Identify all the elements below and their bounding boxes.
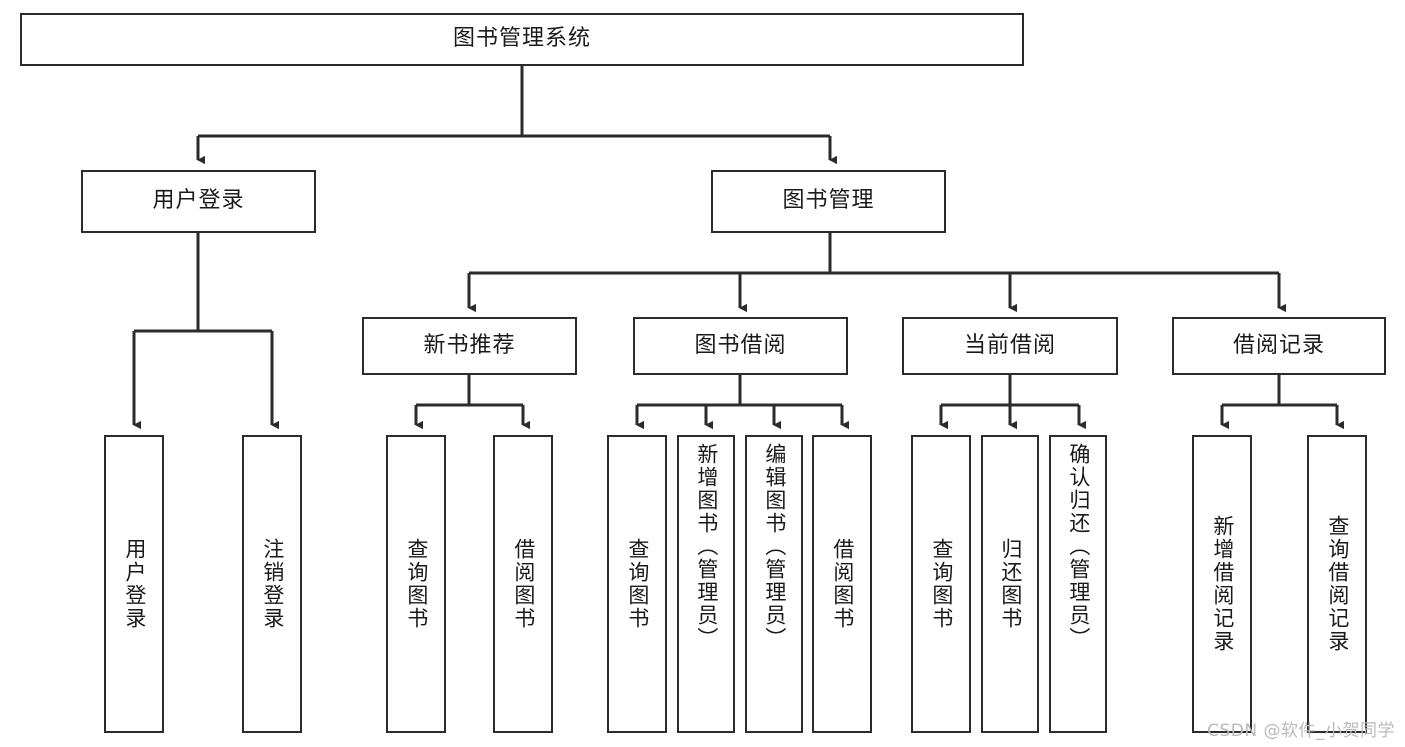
leaf-query-book-recommend-label: 查询图书 <box>404 538 429 630</box>
leaf-query-book-borrow-label: 查询图书 <box>625 538 650 630</box>
leaf-query-book-borrow[interactable]: 查询图书 <box>607 435 667 733</box>
leaf-edit-book-admin-label: 编辑图书（管理员） <box>762 443 787 650</box>
node-borrow-record[interactable]: 借阅记录 <box>1172 317 1386 375</box>
leaf-borrow-book-recommend[interactable]: 借阅图书 <box>493 435 553 733</box>
leaf-add-borrow-record[interactable]: 新增借阅记录 <box>1192 435 1252 733</box>
leaf-return-book-label: 归还图书 <box>998 538 1023 630</box>
leaf-query-borrow-record[interactable]: 查询借阅记录 <box>1307 435 1367 733</box>
leaf-confirm-return-admin-label: 确认归还（管理员） <box>1066 443 1091 650</box>
leaf-confirm-return-admin[interactable]: 确认归还（管理员） <box>1049 435 1107 733</box>
leaf-borrow-book-recommend-label: 借阅图书 <box>511 538 536 630</box>
node-user-login-label: 用户登录 <box>152 188 245 214</box>
node-root[interactable]: 图书管理系统 <box>20 13 1024 66</box>
node-root-label: 图书管理系统 <box>452 26 591 52</box>
leaf-query-borrow-record-label: 查询借阅记录 <box>1325 515 1350 653</box>
leaf-user-login[interactable]: 用户登录 <box>104 435 164 733</box>
leaf-add-book-admin-label: 新增图书（管理员） <box>694 443 719 650</box>
leaf-borrow-book-borrow[interactable]: 借阅图书 <box>812 435 872 733</box>
leaf-logout[interactable]: 注销登录 <box>242 435 302 733</box>
node-current-borrow-label: 当前借阅 <box>963 332 1056 358</box>
node-current-borrow[interactable]: 当前借阅 <box>902 317 1118 375</box>
node-book-management[interactable]: 图书管理 <box>711 170 946 233</box>
leaf-query-book-current-label: 查询图书 <box>929 538 954 630</box>
node-book-borrow[interactable]: 图书借阅 <box>633 317 848 375</box>
node-book-management-label: 图书管理 <box>782 188 875 214</box>
node-new-book-recommend[interactable]: 新书推荐 <box>362 317 577 375</box>
node-book-borrow-label: 图书借阅 <box>694 332 787 358</box>
node-new-book-recommend-label: 新书推荐 <box>423 332 516 358</box>
leaf-logout-label: 注销登录 <box>260 538 285 630</box>
leaf-query-book-current[interactable]: 查询图书 <box>911 435 971 733</box>
leaf-add-book-admin[interactable]: 新增图书（管理员） <box>677 435 735 733</box>
leaf-query-book-recommend[interactable]: 查询图书 <box>386 435 446 733</box>
leaf-user-login-label: 用户登录 <box>122 538 147 630</box>
leaf-add-borrow-record-label: 新增借阅记录 <box>1210 515 1235 653</box>
leaf-edit-book-admin[interactable]: 编辑图书（管理员） <box>745 435 803 733</box>
leaf-borrow-book-borrow-label: 借阅图书 <box>830 538 855 630</box>
node-borrow-record-label: 借阅记录 <box>1232 332 1325 358</box>
node-user-login[interactable]: 用户登录 <box>81 170 316 233</box>
leaf-return-book[interactable]: 归还图书 <box>981 435 1039 733</box>
